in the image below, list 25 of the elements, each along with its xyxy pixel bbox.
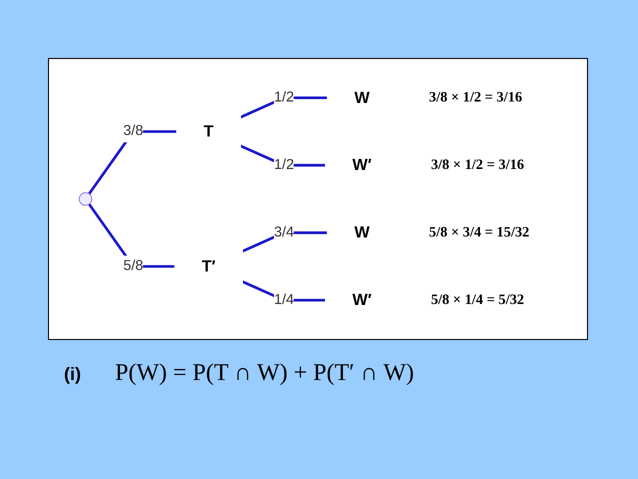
node-text: W′	[352, 156, 372, 174]
node-label: 5/8 × 3/4 = 15/32	[429, 224, 530, 240]
diagram-panel: 3/8 5/8 1/2 1/2 3/4 1/4 T T′ W W′ W W′ 3/8 × 1/2 = 3/16 3/8 × 1/2 = 3/16 5/8 × 3/4 = 15/32 5/8 × 1/4 = 5/32	[48, 58, 588, 340]
edge-label: 5/8	[123, 258, 144, 274]
connector	[242, 231, 328, 253]
edge-label: 1/4	[274, 292, 294, 308]
item-marker: (i)	[64, 364, 81, 385]
connector	[88, 130, 177, 195]
node-label: 5/8 × 1/4 = 5/32	[431, 292, 524, 308]
connector	[242, 280, 326, 302]
edge-label: 1/2	[274, 90, 294, 106]
edge-label: 3/4	[274, 224, 294, 240]
node-circle	[78, 192, 92, 206]
edge-label: 3/8	[123, 123, 144, 139]
node-text: T′	[202, 257, 216, 275]
node-text: W	[354, 223, 370, 242]
formula-text: P(W) = P(T ∩ W) + P(T′ ∩ W)	[115, 360, 414, 387]
node-label: 3/8 × 1/2 = 3/16	[431, 157, 524, 172]
node-text: W′	[352, 290, 372, 309]
edge-label: 1/2	[274, 157, 294, 172]
connector	[240, 144, 326, 167]
connector	[88, 203, 175, 268]
node-label: 3/8 × 1/2 = 3/16	[429, 90, 522, 106]
node-text: W	[354, 88, 370, 106]
node-text: T	[204, 122, 214, 140]
